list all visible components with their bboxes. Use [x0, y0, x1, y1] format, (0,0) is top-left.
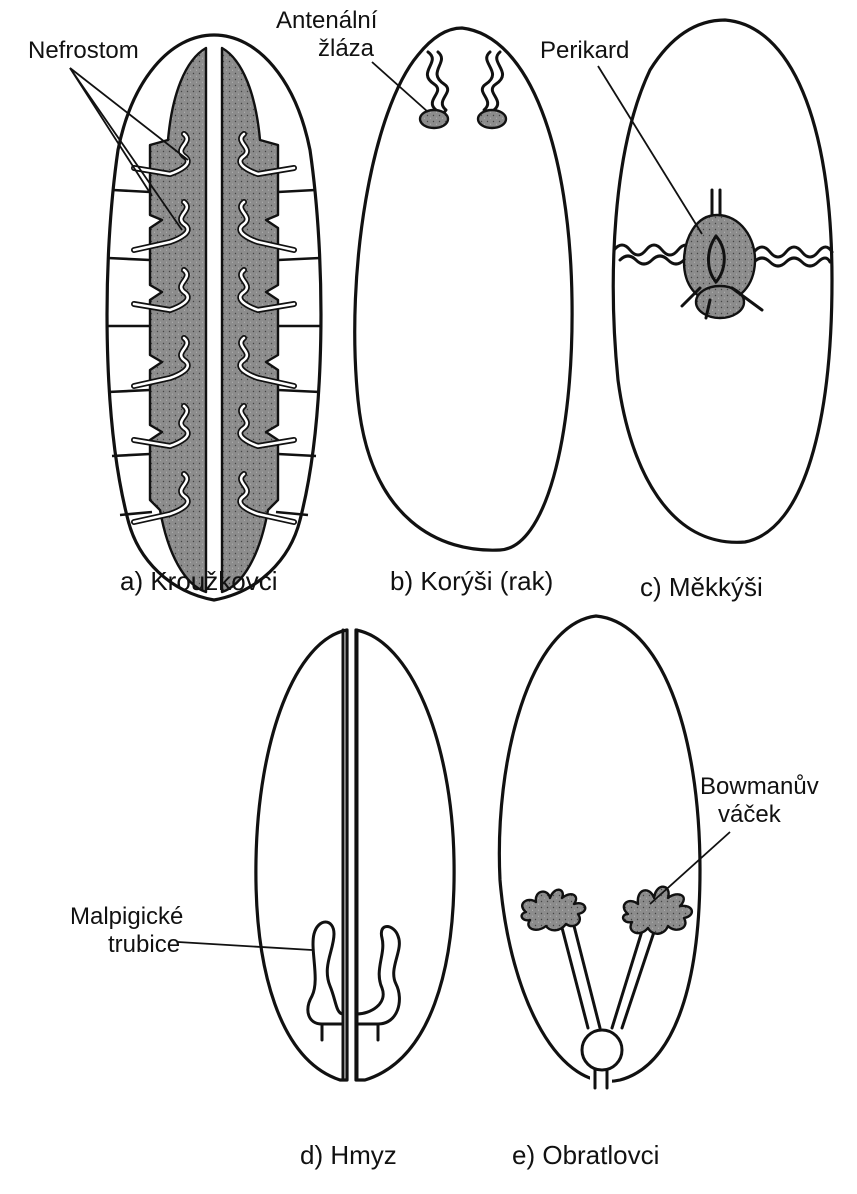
antennal-gland-label-2: žláza	[318, 35, 375, 62]
malpighian-label-1: Malpigické	[70, 903, 183, 930]
nefrostom-label: Nefrostom	[28, 37, 139, 64]
crustacean-body-outline	[355, 28, 572, 550]
panel-b-crustacean	[355, 28, 572, 550]
malpighian-label-2: trubice	[108, 931, 180, 958]
urinary-bladder	[582, 1030, 622, 1070]
caption-e: e) Obratlovci	[512, 1140, 659, 1170]
caption-a: a) Kroužkovci	[120, 566, 278, 596]
annelid-body-outline	[107, 35, 321, 600]
insect-body-left-half	[256, 630, 347, 1080]
antennal-gland-right	[478, 110, 506, 128]
panel-e-vertebrate	[499, 616, 700, 1090]
bowman-label-2: váček	[718, 801, 782, 828]
panel-a-annelid	[106, 35, 322, 600]
antennal-gland-left	[420, 110, 448, 128]
caption-b: b) Korýši (rak)	[390, 566, 553, 596]
antennal-gland-label-1: Antenální	[276, 7, 378, 34]
perikard-label: Perikard	[540, 37, 629, 64]
vertebrate-body-outline	[499, 616, 700, 1081]
caption-d: d) Hmyz	[300, 1140, 397, 1170]
panel-c-mollusc	[613, 20, 832, 542]
panel-d-insect	[256, 630, 454, 1080]
caption-c: c) Měkkýši	[640, 572, 763, 602]
bowman-label-1: Bowmanův	[700, 773, 819, 800]
